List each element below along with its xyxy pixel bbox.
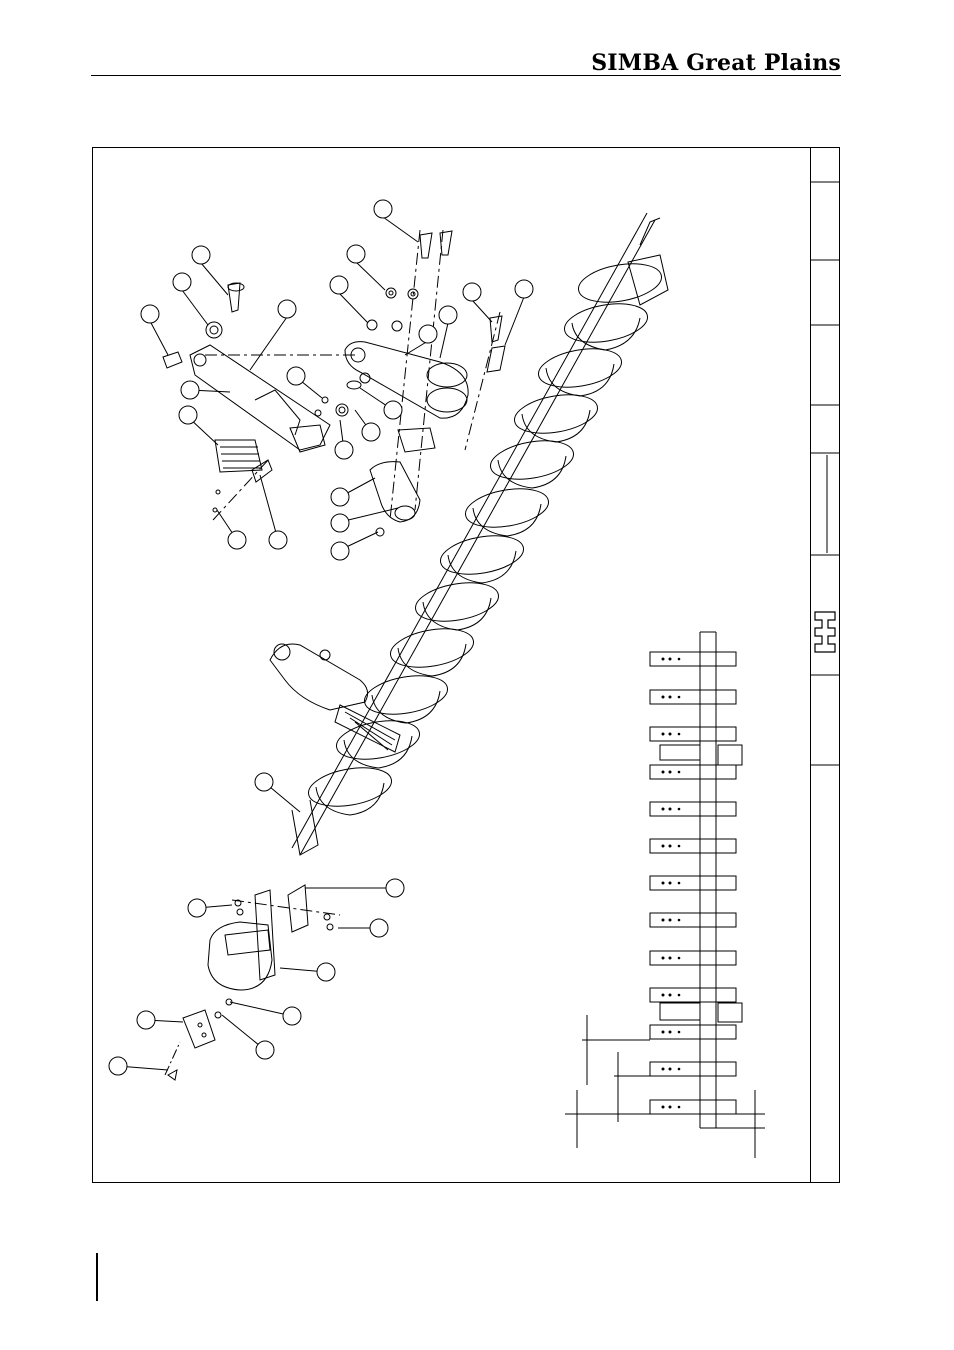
- title-block-dividers: [810, 182, 840, 765]
- callout-balloons: [109, 200, 533, 1075]
- plan-view-holes: [662, 658, 681, 1109]
- simba-logo-icon: [815, 612, 835, 652]
- page-margin-bar: [96, 1253, 98, 1301]
- disc-gang-assembly: [270, 213, 668, 855]
- gang-plan-view: [565, 632, 765, 1158]
